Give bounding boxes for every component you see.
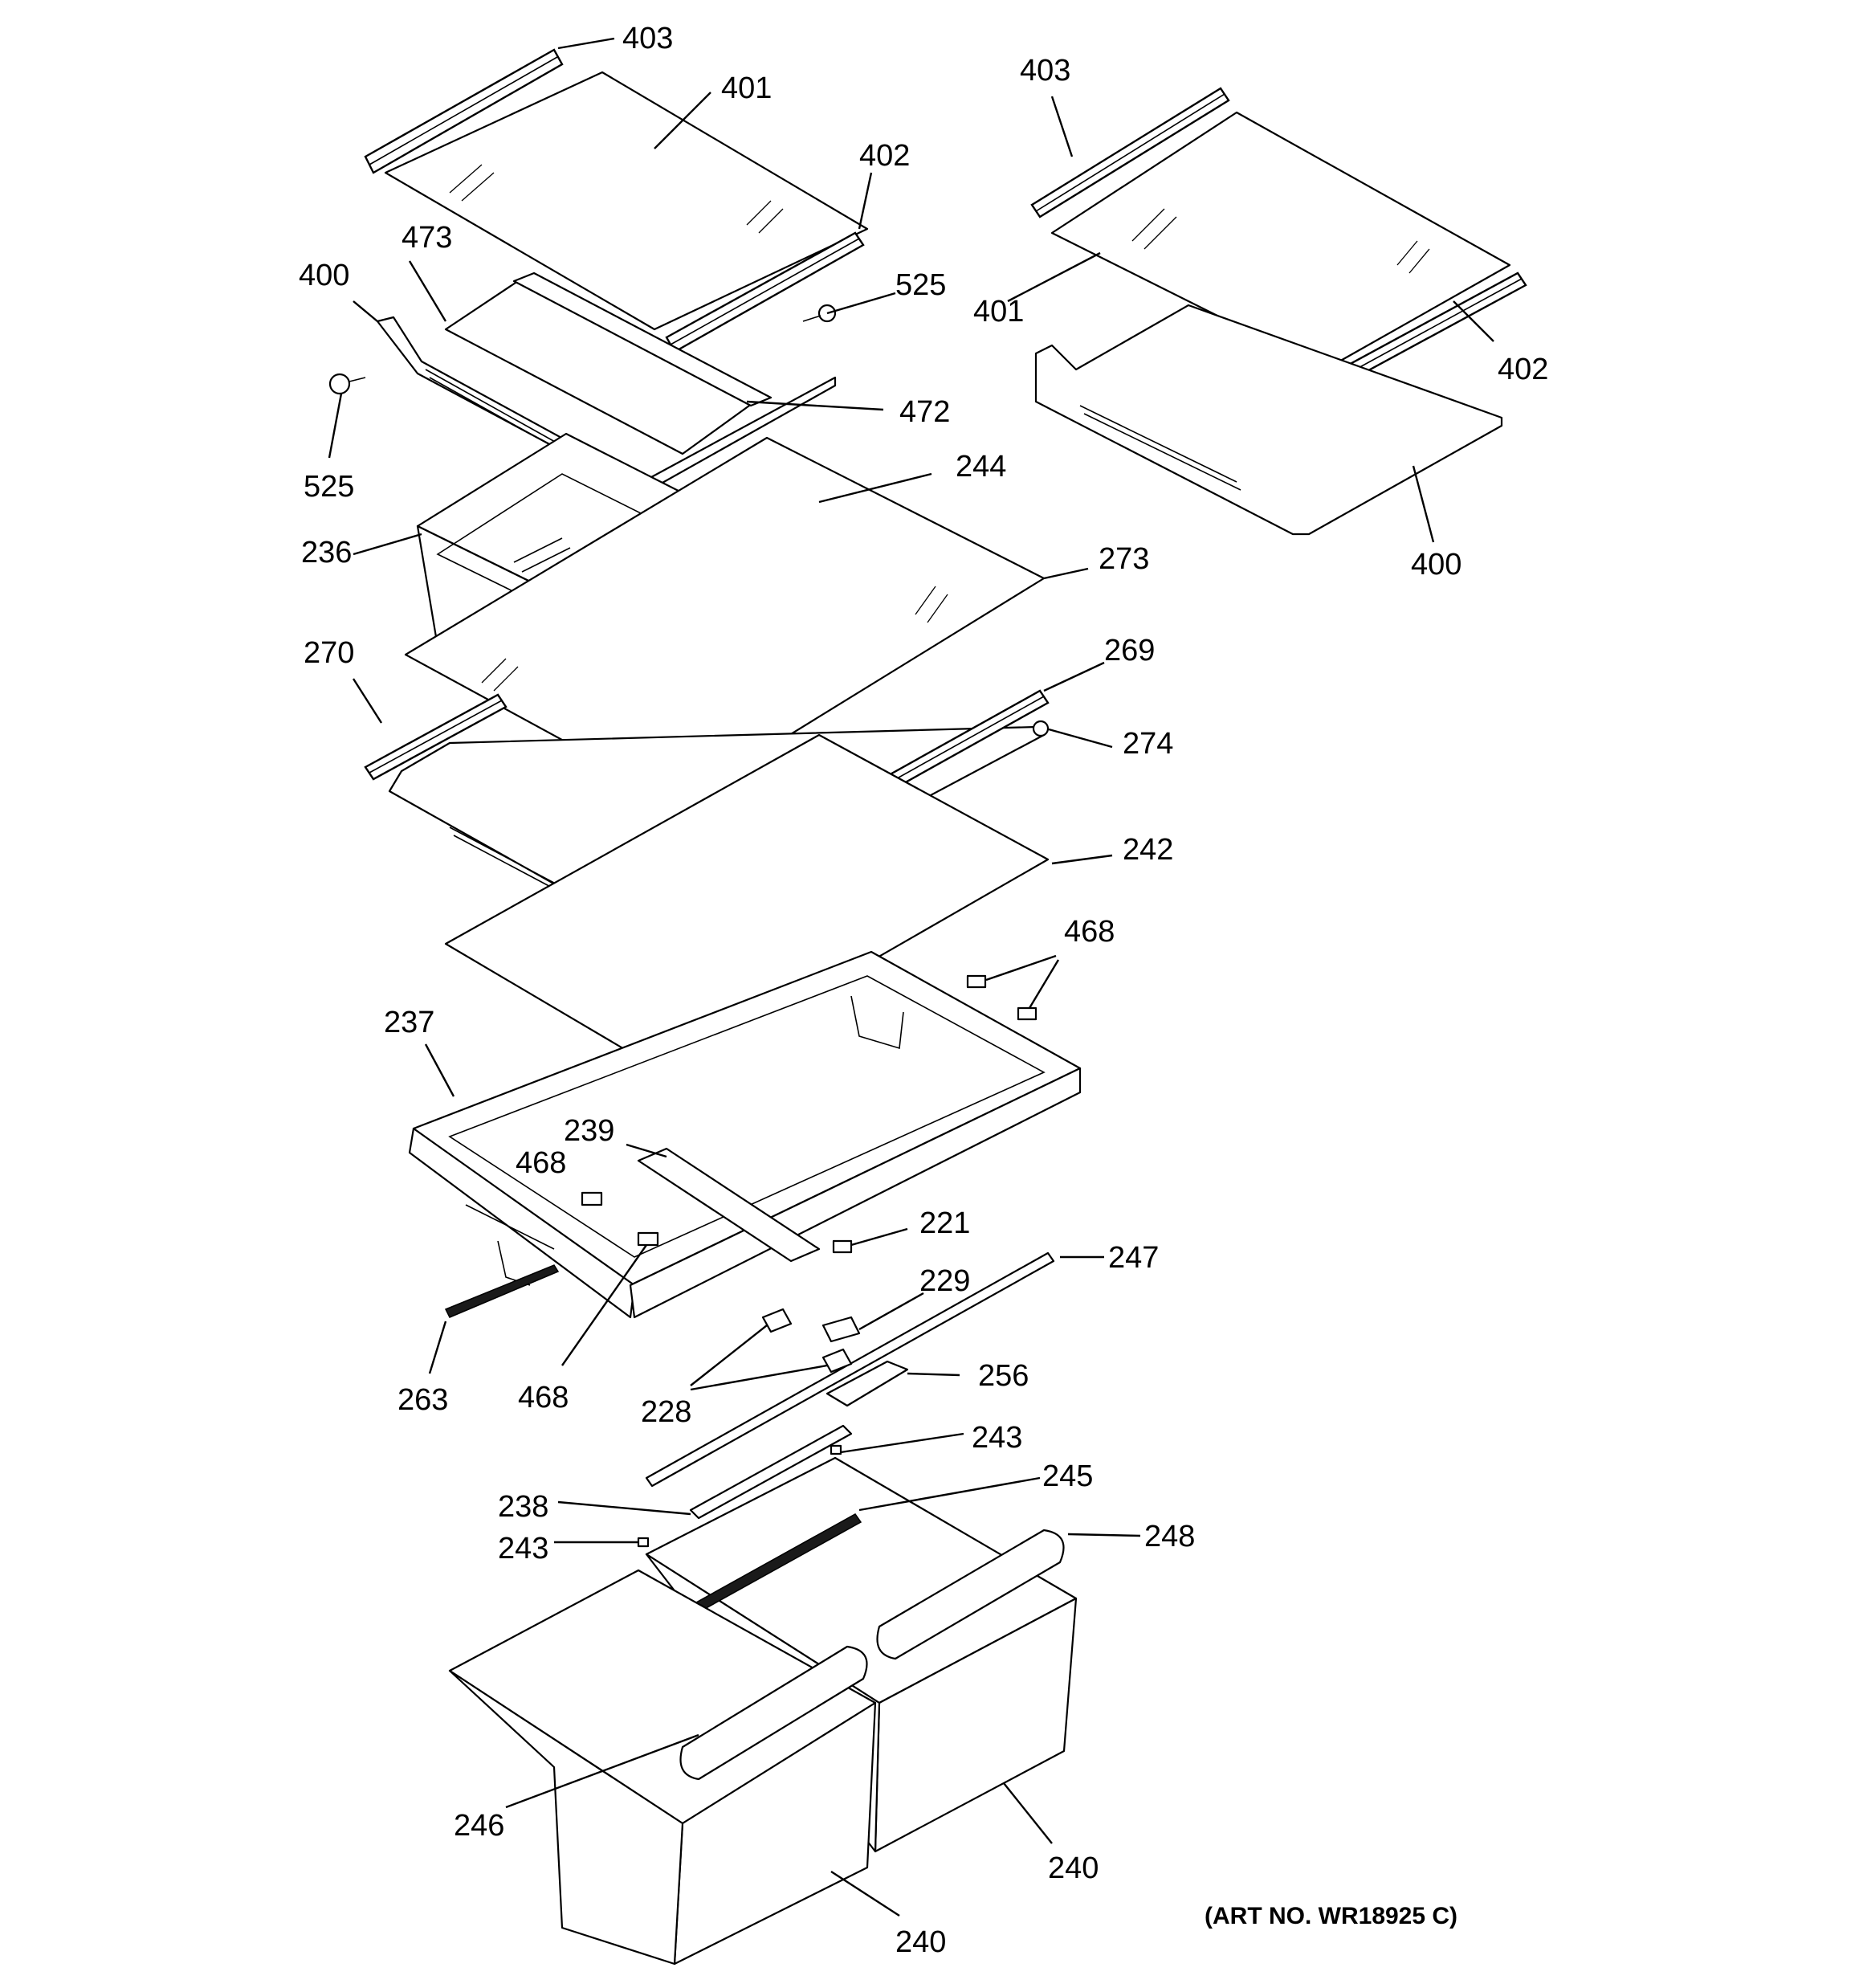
callout-269: 269 — [1104, 634, 1155, 667]
callout-229: 229 — [919, 1264, 970, 1298]
humidity-control-parts — [637, 1251, 1055, 1548]
knob-256 — [826, 1360, 909, 1407]
clip-468-c — [581, 1191, 603, 1206]
callout-270: 270 — [304, 636, 354, 670]
callout-228: 228 — [641, 1395, 691, 1429]
art-number: (ART NO. WR18925 C) — [1205, 1903, 1457, 1929]
callout-246: 246 — [454, 1809, 504, 1843]
callout-468: 468 — [518, 1381, 569, 1414]
shelf-frame-400 — [376, 316, 837, 496]
top-left-shelf-assembly — [328, 48, 869, 496]
crisper-cover-frame-237 — [408, 950, 1082, 1319]
callout-401: 401 — [721, 71, 772, 105]
clip-468-a — [966, 974, 987, 989]
callout-274: 274 — [1123, 727, 1173, 761]
callout-468: 468 — [516, 1146, 566, 1180]
pad-243-a — [830, 1444, 842, 1455]
slider-229 — [821, 1316, 861, 1343]
callout-402: 402 — [859, 139, 910, 173]
callout-labels: 403 401 402 473 400 525 525 472 244 236 … — [299, 22, 1548, 1959]
callout-248: 248 — [1144, 1520, 1195, 1553]
glass-shelf-401 — [384, 71, 869, 331]
shelf-frame-400-right — [1034, 304, 1503, 536]
callout-401: 401 — [973, 295, 1024, 329]
drawer-handle-246 — [679, 1645, 868, 1781]
slider-228-a — [761, 1308, 793, 1333]
callout-525: 525 — [895, 268, 946, 302]
bracket-221 — [832, 1239, 853, 1254]
callout-247: 247 — [1108, 1241, 1159, 1275]
drawer-handle-248 — [876, 1529, 1065, 1660]
callout-236: 236 — [301, 536, 352, 569]
callout-273: 273 — [1099, 542, 1149, 576]
vent-238 — [689, 1424, 853, 1520]
callout-403: 403 — [1020, 54, 1070, 88]
right-shelf-assembly — [1030, 87, 1527, 536]
callout-400: 400 — [299, 259, 349, 292]
callout-242: 242 — [1123, 833, 1173, 867]
callout-525: 525 — [304, 470, 354, 504]
callout-243: 243 — [972, 1421, 1022, 1455]
callout-400: 400 — [1411, 548, 1461, 582]
callout-402: 402 — [1498, 353, 1548, 386]
callout-472: 472 — [899, 395, 950, 429]
glass-shelf-242 — [444, 733, 1050, 1078]
callout-468: 468 — [1064, 915, 1115, 949]
callout-473: 473 — [402, 221, 452, 255]
callout-239: 239 — [564, 1114, 614, 1148]
callout-221: 221 — [919, 1206, 970, 1240]
callout-240: 240 — [895, 1925, 946, 1959]
callout-240: 240 — [1048, 1851, 1099, 1885]
callout-263: 263 — [397, 1383, 448, 1417]
slider-228-b — [821, 1348, 853, 1374]
callout-256: 256 — [978, 1359, 1029, 1393]
callout-238: 238 — [498, 1490, 548, 1524]
slide-rail-472 — [512, 271, 773, 407]
leader-lines — [328, 37, 1494, 1917]
clip-468-b — [1017, 1006, 1037, 1021]
callout-243: 243 — [498, 1532, 548, 1565]
clip-468-d — [637, 1231, 659, 1247]
callout-245: 245 — [1042, 1459, 1093, 1493]
damper-239 — [637, 1147, 821, 1263]
callout-237: 237 — [384, 1006, 434, 1039]
screw-525-left — [328, 373, 351, 395]
pad-243-b — [637, 1537, 650, 1548]
callout-244: 244 — [956, 450, 1006, 484]
crisper-drawer-240-left — [448, 1569, 877, 1966]
callout-403: 403 — [622, 22, 673, 55]
control-rod-247 — [645, 1251, 1055, 1488]
seal-strip-263 — [444, 1264, 560, 1318]
end-cap-274 — [1032, 720, 1050, 737]
